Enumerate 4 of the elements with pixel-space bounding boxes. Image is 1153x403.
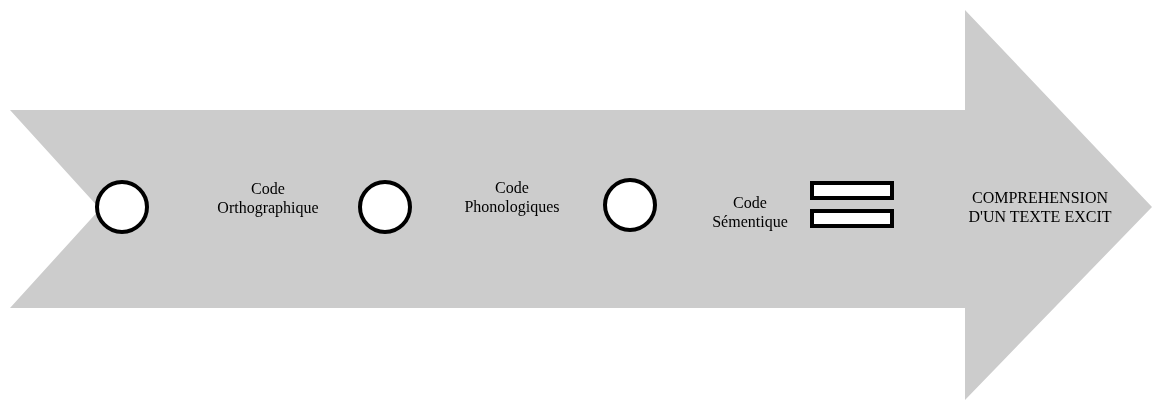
code-label: Code Phonologiques [463,178,561,216]
code-label: Code Sémentique [711,193,789,231]
result-label: COMPREHENSION D'UN TEXTE EXCIT [967,188,1113,226]
code-label: Code Orthographique [216,179,320,217]
